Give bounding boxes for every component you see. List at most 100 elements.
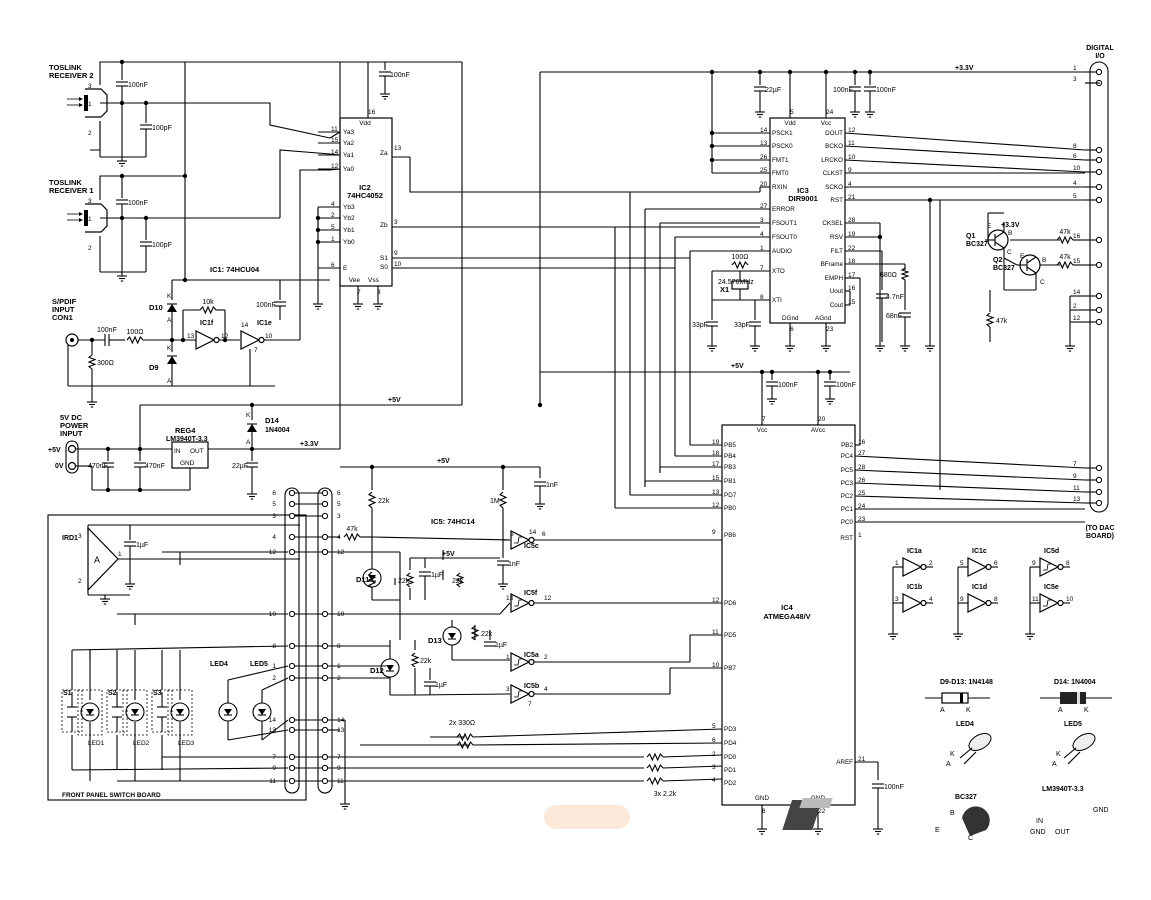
pin-number: 3 [88,198,92,205]
resistor-value: 680Ω [880,272,897,279]
pin-number: 8 [762,808,766,815]
wire [227,665,289,681]
resistor [456,740,474,750]
legend-gate-label: IC1c [972,548,987,555]
wire [662,778,723,782]
resistor-value: 100Ω [127,329,144,336]
legend-gate-label: IC5e [1044,584,1059,591]
ground-icon [755,108,765,118]
header-pin [1095,318,1103,326]
power-5v-label: +5V [48,447,61,454]
resistor-value: 100Ω [732,254,749,261]
ic3-pin-label: ERROR [772,206,795,213]
ic3-pin-label: XTO [772,268,785,275]
wire [329,153,341,156]
ground-icon [925,342,935,352]
ic4-pin-label: PC5 [841,467,854,474]
legend-a: A [1052,761,1057,768]
resistor [455,572,465,588]
header-pin [288,777,296,785]
capacitor-value: 1nF [508,561,520,568]
ic4-pin-label: PD4 [724,740,737,747]
resistor [405,572,415,588]
ground-icon [900,342,910,352]
capacitor-value: 100pF [152,125,172,132]
pin-number: 1 [506,654,510,661]
wire [472,728,723,738]
pin-number: 27 [858,450,866,457]
ground-icon [313,300,323,310]
rcv1-vcc [99,175,185,200]
d14-k: K [246,412,251,419]
ic3-pin-label: FMT1 [772,157,789,164]
header-pin [1095,488,1103,496]
wire [854,495,1086,504]
pin-number: 23 [858,516,866,523]
ic3-pin-label: CLKST [823,170,843,177]
wire [261,677,289,691]
legend-in: IN [1036,818,1043,825]
pin-number: 15 [848,299,856,306]
ground-icon [757,825,767,835]
legend-regulator-tab [799,798,833,808]
pin-number: 10 [848,154,856,161]
ic3-pin-label: FSOUT0 [772,234,797,241]
ic4-pin-label: PB3 [724,464,736,471]
pin-number: 12 [712,502,720,509]
crystal-name: X1 [720,285,729,294]
pin-number: 9 [712,529,716,536]
ic4-pin-label: PC1 [841,506,854,513]
junction-dot [182,277,188,283]
ic3-receiver-chip [769,117,846,324]
ic5a-label: IC5a [524,652,539,659]
pin-number: 3 [1073,76,1077,83]
pin-number: 2 [712,751,716,758]
resistor-value: 1M [490,498,500,505]
led-label: LED2 [133,740,150,747]
ic3-pin-label: XTI [772,297,782,304]
header-pin [1095,146,1103,154]
pin-number: 12 [712,597,720,604]
pin-number: 10 [265,333,273,340]
reg4-name: REG4 [175,426,196,435]
rcv2-out [107,102,331,139]
pin-number: 12 [848,127,856,134]
ic3-pin-label: RSV [830,234,844,241]
pin-number: 16 [858,439,866,446]
pin-number: 9 [848,167,852,174]
ground-icon [1065,342,1075,352]
pin-number: E [987,223,992,230]
junction-dot [867,69,873,75]
pin-number: 1 [88,101,92,108]
capacitor-value: 1µF [431,572,443,579]
legend-gnd: GND [1093,807,1109,814]
pin-number: 15 [331,137,339,144]
junction-dot [249,402,255,408]
junction-dot [759,369,765,375]
capacitor-value: 22µF [765,87,781,94]
capacitor [140,124,152,130]
ic3-part: DIR9001 [788,194,818,203]
ic3-pin-label: Uout [830,288,844,295]
ground-icon [247,490,257,500]
pin-number: B [1042,257,1046,264]
ic2-zb: Zb [380,222,388,229]
pin-number: 18 [712,450,720,457]
legend-d9-d13: D9-D13: 1N4148 [940,679,993,686]
pin-number: 7 [357,289,361,296]
pin-number: 1 [895,560,899,567]
rcv2-vcc [99,61,462,85]
ground-icon [825,395,835,405]
pin-number: 10 [1066,596,1074,603]
ic2-vss: Vss [368,277,380,284]
pin-number: 3 [78,533,82,540]
pin-number: 6 [790,326,794,333]
pin-number: 26 [858,477,866,484]
capacitor [749,321,761,327]
header-pin [1095,183,1103,191]
pin-letter: K [167,293,172,300]
junction-dot [105,487,111,493]
ic4-pin-label: PD3 [724,726,737,733]
